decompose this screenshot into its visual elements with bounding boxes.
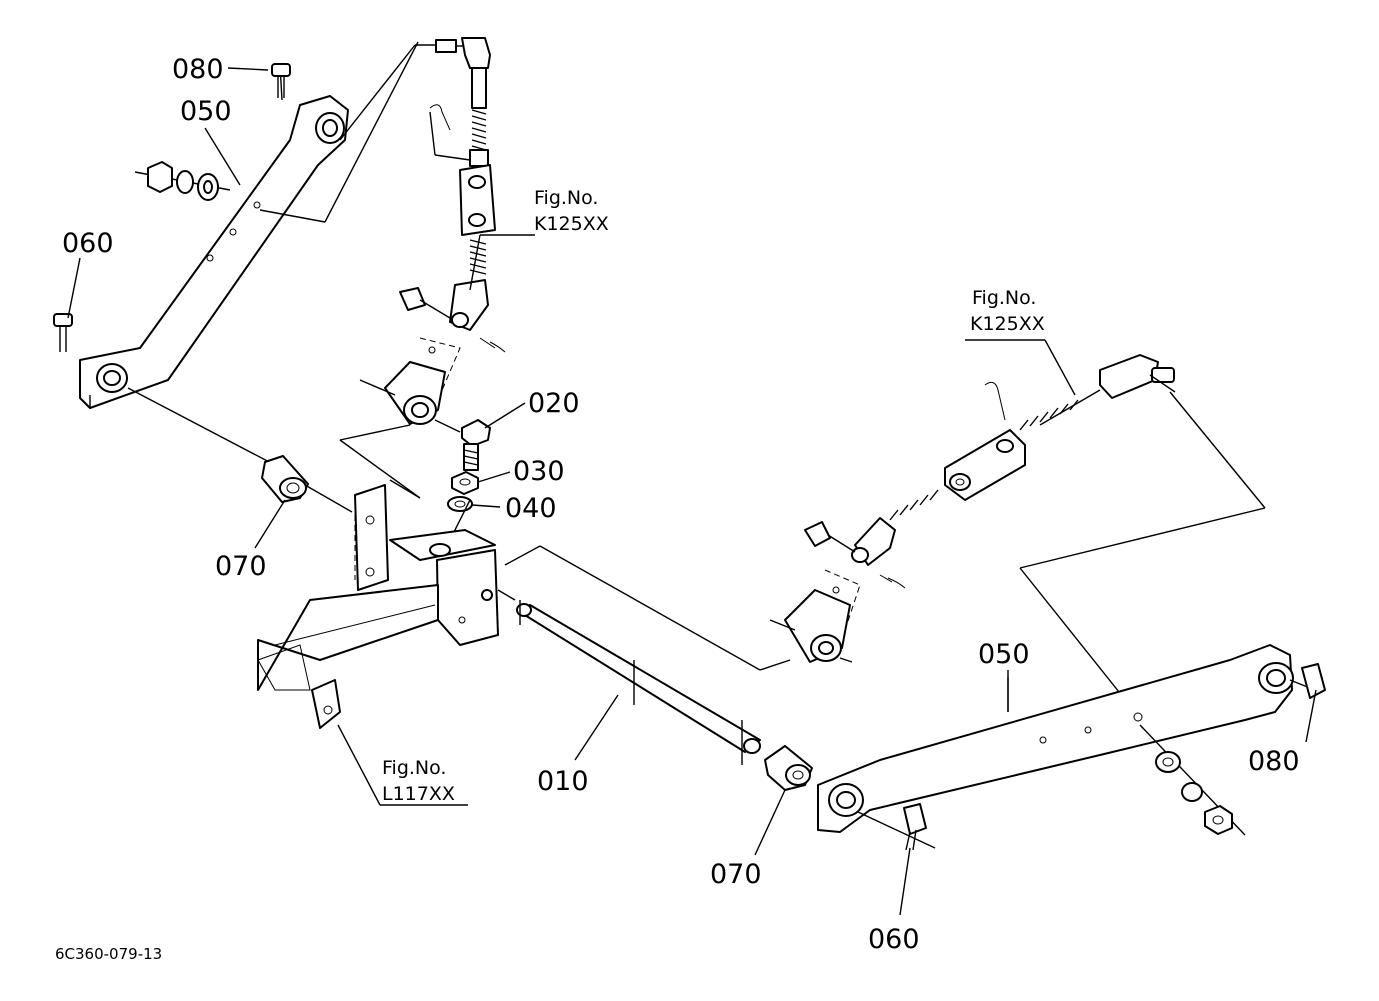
top-lift-rod [399, 37, 506, 353]
part-label-080-left: 080 [172, 54, 224, 85]
left-pin-060 [53, 313, 73, 352]
left-lower-link [79, 95, 349, 409]
part-label-020: 020 [528, 388, 580, 419]
frame-bracket [257, 484, 499, 806]
part-label-080-right: 080 [1248, 746, 1300, 777]
left-collar-070 [254, 455, 309, 549]
cross-shaft-010 [497, 589, 761, 765]
lift-arm-bushing-right [769, 569, 861, 663]
right-collar-070 [754, 745, 813, 856]
nut-030 [451, 471, 479, 495]
part-label-040: 040 [505, 493, 557, 524]
bolt-020 [461, 419, 491, 471]
figref-bottom-line1: Fig.No. [382, 757, 446, 779]
lift-arm-bushing-left [359, 337, 461, 433]
right-lift-rod [804, 354, 1176, 589]
drawing-code: 6C360-079-13 [55, 945, 162, 963]
part-label-010: 010 [537, 766, 589, 797]
right-pin-080 [1289, 663, 1326, 743]
part-label-070-right: 070 [710, 859, 762, 890]
figref-top-line2: K125XX [534, 213, 609, 235]
figref-right-line1: Fig.No. [972, 287, 1036, 309]
part-label-070-left: 070 [215, 551, 267, 582]
part-label-050-right: 050 [978, 639, 1030, 670]
figref-top-line1: Fig.No. [534, 187, 598, 209]
part-label-060-left: 060 [62, 228, 114, 259]
figref-bottom-line2: L117XX [382, 783, 455, 805]
right-lower-link [817, 644, 1294, 833]
right-pin-060 [857, 803, 936, 916]
part-label-030: 030 [513, 456, 565, 487]
part-label-060-right: 060 [868, 924, 920, 955]
part-label-050-left: 050 [180, 96, 232, 127]
right-nut-washer-set [1139, 724, 1246, 836]
left-nut-washer-set [134, 161, 231, 201]
left-pin-080 [271, 63, 291, 101]
figref-right-line2: K125XX [970, 313, 1045, 335]
